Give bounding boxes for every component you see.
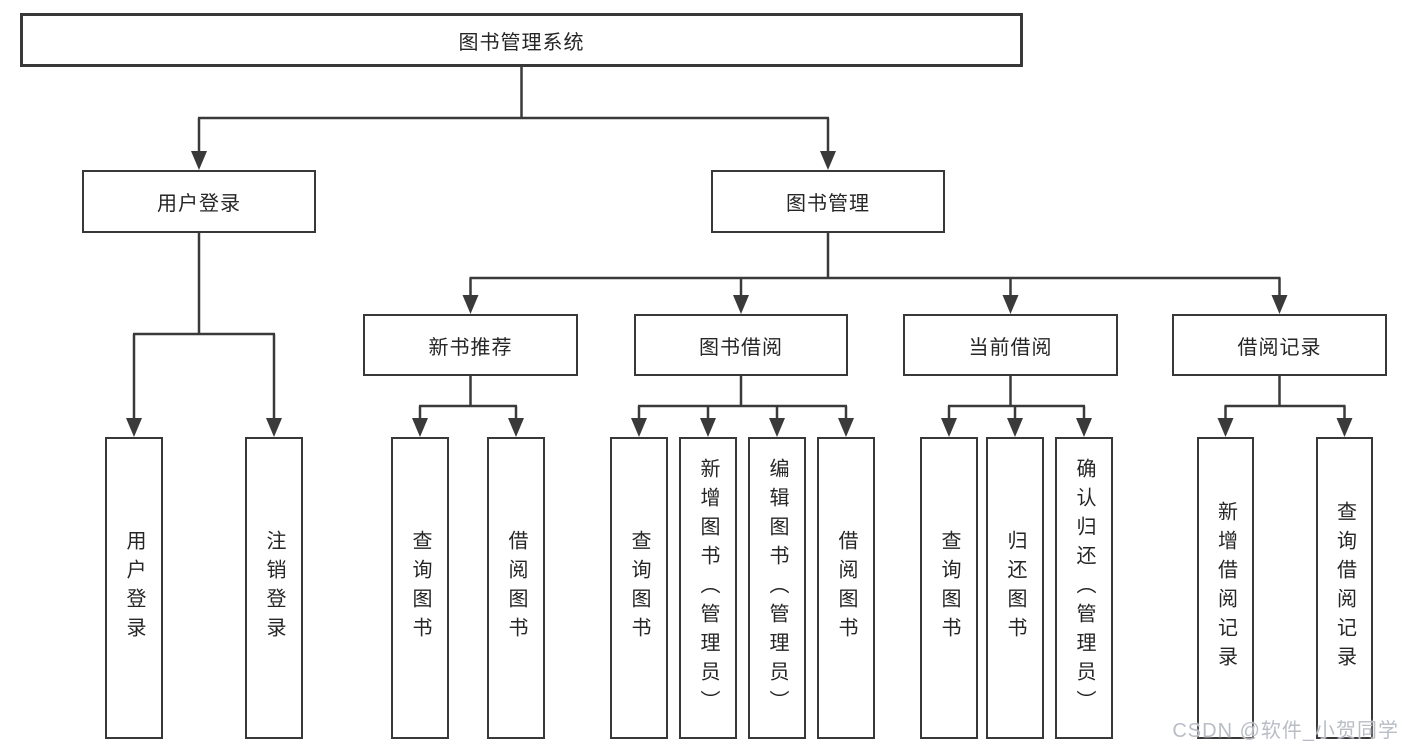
node-new-book-recommend: 新书推荐	[363, 314, 578, 376]
leaf-return-book: 归还图书	[986, 437, 1044, 739]
node-book-management: 图书管理	[711, 170, 945, 233]
connector-current-borrow-branch	[941, 375, 1092, 437]
node-borrow-record: 借阅记录	[1172, 314, 1387, 376]
node-label: 借阅记录	[1237, 336, 1322, 359]
node-label: 新增借阅记录	[1214, 501, 1237, 675]
node-label: 用户登录	[157, 193, 241, 215]
node-label: 归还图书	[1004, 530, 1026, 646]
node-root-library-system: 图书管理系统	[20, 13, 1023, 67]
connector-new-book-branch	[412, 375, 524, 437]
connector-book-mgmt-branch	[462, 232, 1288, 314]
node-label: 查询图书	[628, 530, 650, 646]
node-label: 编辑图书（管理员）	[766, 457, 788, 719]
node-current-borrow: 当前借阅	[903, 314, 1118, 376]
node-book-borrow: 图书借阅	[634, 314, 848, 376]
node-label: 新增图书（管理员）	[697, 457, 719, 719]
node-label: 新书推荐	[428, 336, 513, 359]
connector-borrow-branch	[631, 375, 854, 437]
node-label: 注销登录	[263, 530, 285, 646]
leaf-add-book-admin: 新增图书（管理员）	[679, 437, 737, 739]
node-label: 查询借阅记录	[1333, 501, 1356, 675]
node-label: 查询图书	[938, 530, 960, 646]
node-label: 当前借阅	[968, 336, 1053, 359]
node-label: 图书借阅	[699, 336, 783, 359]
leaf-query-borrow-record: 查询借阅记录	[1316, 437, 1373, 739]
leaf-confirm-return-admin: 确认归还（管理员）	[1055, 437, 1113, 739]
node-label: 用户登录	[123, 530, 145, 646]
node-label: 借阅图书	[835, 530, 857, 646]
node-label: 图书管理	[786, 193, 870, 215]
connector-user-login-branch	[126, 232, 282, 437]
leaf-user-login: 用户登录	[105, 437, 163, 739]
node-label: 借阅图书	[505, 530, 527, 646]
node-user-login: 用户登录	[82, 170, 316, 233]
leaf-logout: 注销登录	[245, 437, 303, 739]
node-label: 图书管理系统	[458, 31, 585, 54]
node-label: 查询图书	[409, 530, 431, 646]
leaf-edit-book-admin: 编辑图书（管理员）	[748, 437, 806, 739]
connector-root-to-level2	[191, 67, 836, 170]
leaf-query-book-current: 查询图书	[920, 437, 978, 739]
node-label: 确认归还（管理员）	[1073, 457, 1095, 719]
leaf-add-borrow-record: 新增借阅记录	[1197, 437, 1254, 739]
leaf-query-book-borrow: 查询图书	[610, 437, 668, 739]
leaf-query-book-recommend: 查询图书	[391, 437, 449, 739]
leaf-borrow-book: 借阅图书	[817, 437, 875, 739]
connector-record-branch	[1217, 375, 1353, 437]
leaf-borrow-book-recommend: 借阅图书	[487, 437, 545, 739]
